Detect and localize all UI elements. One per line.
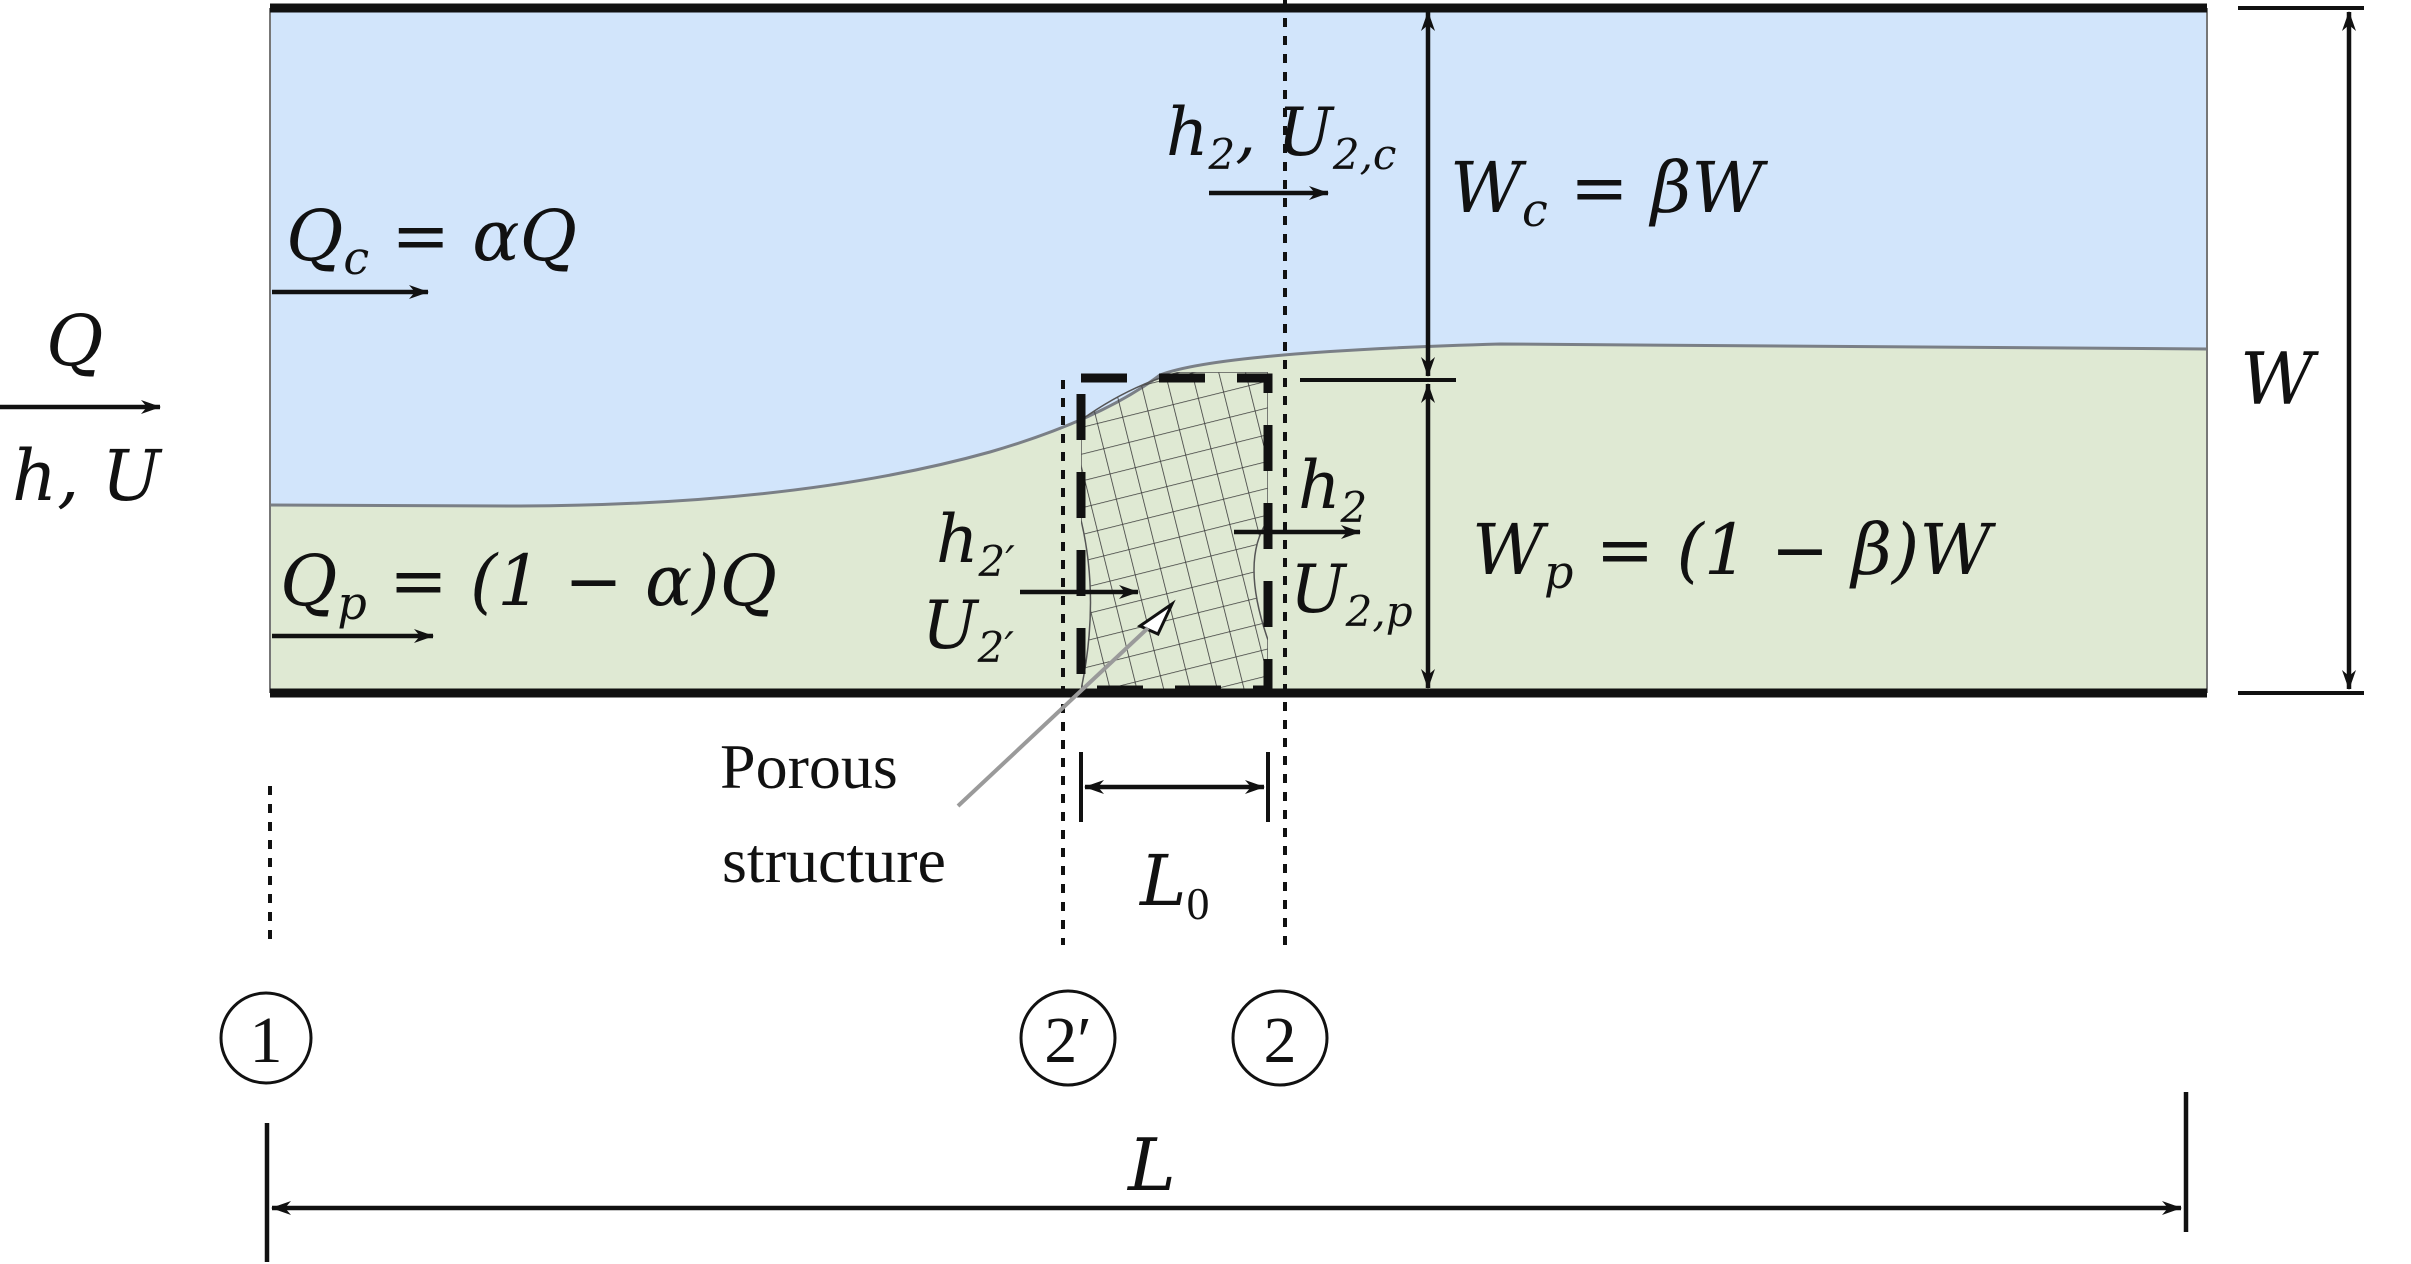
section-2-label: 2	[1264, 1004, 1297, 1077]
Qc-label: Qc = αQ	[286, 195, 577, 285]
Wc-rhs: = βW	[1548, 147, 1769, 229]
L0-sub: 0	[1186, 878, 1209, 929]
Wc-lhs: W	[1450, 147, 1527, 229]
L0-l: L	[1138, 840, 1186, 922]
Qc-lhs: Q	[286, 195, 343, 277]
h2c-h: h	[1166, 94, 1209, 171]
h2p-sub: 2	[1340, 483, 1368, 532]
inflow-hU-label: h, U	[12, 435, 163, 517]
inflow-Q-label: Q	[46, 300, 103, 382]
section-1-label: 1	[250, 1004, 283, 1077]
Wp-sub: p	[1544, 545, 1573, 599]
Wc-label: Wc = βW	[1450, 147, 1768, 237]
U2prime-sub: 2′	[977, 623, 1015, 672]
h2prime-h: h	[936, 501, 979, 578]
h2-U2c-label: h2, U2,c	[1166, 94, 1396, 179]
U2p-sub: 2,p	[1345, 587, 1413, 636]
section-2prime-label: 2′	[1044, 1004, 1091, 1077]
U2prime-u: U	[922, 587, 980, 664]
U2p-u: U	[1290, 551, 1348, 628]
Qp-label: Qp = (1 − α)Q	[280, 540, 777, 630]
W-label: W	[2240, 337, 2319, 421]
h2prime-label: h2′	[936, 501, 1015, 586]
L0-label: L0	[1138, 840, 1209, 929]
Qp-lhs: Q	[280, 540, 337, 622]
U2c-sep: , U	[1235, 94, 1335, 171]
h2c-sub: 2	[1208, 130, 1236, 179]
Wp-label: Wp = (1 − β)W	[1472, 509, 1996, 599]
Wp-rhs: = (1 − β)W	[1573, 509, 1996, 591]
h2p-h: h	[1298, 447, 1341, 524]
h2p-label: h2	[1298, 447, 1367, 532]
porous-pointer-arrowhead	[1136, 599, 1176, 636]
Qp-sub: p	[337, 576, 366, 630]
Qc-sub: c	[343, 231, 369, 285]
L-label: L	[1126, 1123, 1176, 1207]
U2c-sub: 2,c	[1332, 130, 1397, 179]
porous-label-line1: Porous	[720, 731, 898, 802]
section-2prime-circle	[1019, 989, 1117, 1087]
porous-pointer-line	[956, 626, 1150, 808]
Qc-rhs: = αQ	[369, 195, 577, 277]
section-1-circle	[219, 991, 313, 1085]
Wp-lhs: W	[1472, 509, 1549, 591]
porous-label-line2: structure	[722, 825, 946, 896]
h2prime-sub: 2′	[978, 537, 1016, 586]
interface-line	[269, 342, 2208, 508]
U2p-label: U2,p	[1290, 551, 1413, 636]
U2prime-label: U2′	[922, 587, 1014, 672]
section-2-circle	[1231, 989, 1329, 1087]
Qp-rhs: = (1 − α)Q	[367, 540, 777, 622]
Wc-sub: c	[1522, 183, 1548, 237]
